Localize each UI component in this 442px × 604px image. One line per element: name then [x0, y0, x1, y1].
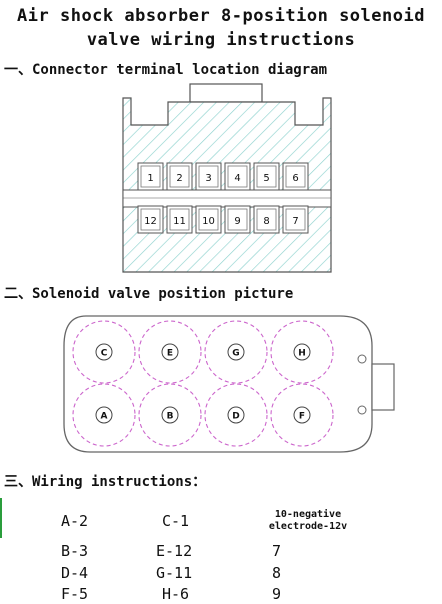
wiring-row-2-col3: 8 — [272, 564, 282, 582]
terminal-label: 5 — [263, 173, 269, 184]
valve-label: H — [298, 349, 306, 359]
valve-F: F — [270, 383, 334, 447]
terminal-3: 3 — [195, 162, 222, 191]
title-line-1: Air shock absorber 8-position solenoid — [17, 6, 425, 26]
wiring-row-1-col1: B-3 — [61, 542, 89, 560]
terminal-label: 3 — [205, 173, 211, 184]
wiring-header-col3: 10-negative electrode-12v — [268, 509, 348, 532]
valve-E: E — [138, 320, 202, 384]
wiring-row-2-col2: G-11 — [156, 564, 193, 582]
terminal-6: 6 — [282, 162, 309, 191]
solenoid-valve-body — [63, 315, 373, 453]
valve-A: A — [72, 383, 136, 447]
connector-top-tab — [189, 83, 263, 103]
terminal-1: 1 — [137, 162, 164, 191]
mounting-hole-top — [357, 354, 367, 364]
terminal-label: 9 — [234, 216, 240, 227]
terminal-label: 1 — [147, 173, 153, 184]
wiring-row-1-col3: 7 — [272, 542, 282, 560]
valve-G: G — [204, 320, 268, 384]
wiring-header-col1: A-2 — [61, 512, 89, 530]
terminal-10: 10 — [195, 205, 222, 234]
terminal-label: 6 — [292, 173, 298, 184]
terminal-label: 12 — [144, 216, 157, 227]
title-line-2: valve wiring instructions — [86, 30, 356, 50]
solenoid-valve-diagram: C E G H A B D F — [63, 315, 395, 453]
valve-H: H — [270, 320, 334, 384]
solenoid-connector-tab — [371, 363, 395, 411]
valve-label: E — [167, 349, 173, 359]
wiring-row-3-col1: F-5 — [61, 585, 89, 603]
terminal-7: 7 — [282, 205, 309, 234]
terminal-label: 7 — [292, 216, 298, 227]
valve-C: C — [72, 320, 136, 384]
valve-label: G — [232, 349, 239, 359]
terminal-12: 12 — [137, 205, 164, 234]
wiring-header-col2: C-1 — [162, 512, 190, 530]
wiring-row-3-col3: 9 — [272, 585, 282, 603]
terminal-9: 9 — [224, 205, 251, 234]
valve-label: D — [232, 412, 239, 422]
section-wiring-heading: 三、Wiring instructions： — [4, 474, 207, 490]
valve-B: B — [138, 383, 202, 447]
terminal-4: 4 — [224, 162, 251, 191]
wiring-row-3-col2: H-6 — [162, 585, 190, 603]
terminal-label: 10 — [202, 216, 215, 227]
section-connector-heading: 一、Connector terminal location diagram — [4, 62, 328, 78]
terminal-label: 2 — [176, 173, 182, 184]
section-solenoid-heading: 二、Solenoid valve position picture — [4, 286, 294, 302]
terminal-label: 11 — [173, 216, 186, 227]
valve-label: A — [101, 412, 108, 422]
valve-label: F — [299, 412, 305, 422]
valve-label: C — [101, 349, 108, 359]
terminal-11: 11 — [166, 205, 193, 234]
wiring-row-1-col2: E-12 — [156, 542, 193, 560]
terminal-label: 8 — [263, 216, 269, 227]
terminal-label: 4 — [234, 173, 240, 184]
connector-slot — [122, 189, 332, 208]
edge-marker — [0, 498, 2, 538]
terminal-8: 8 — [253, 205, 280, 234]
valve-D: D — [204, 383, 268, 447]
terminal-2: 2 — [166, 162, 193, 191]
valve-label: B — [167, 412, 174, 422]
terminal-5: 5 — [253, 162, 280, 191]
wiring-row-2-col1: D-4 — [61, 564, 89, 582]
mounting-hole-bottom — [357, 405, 367, 415]
